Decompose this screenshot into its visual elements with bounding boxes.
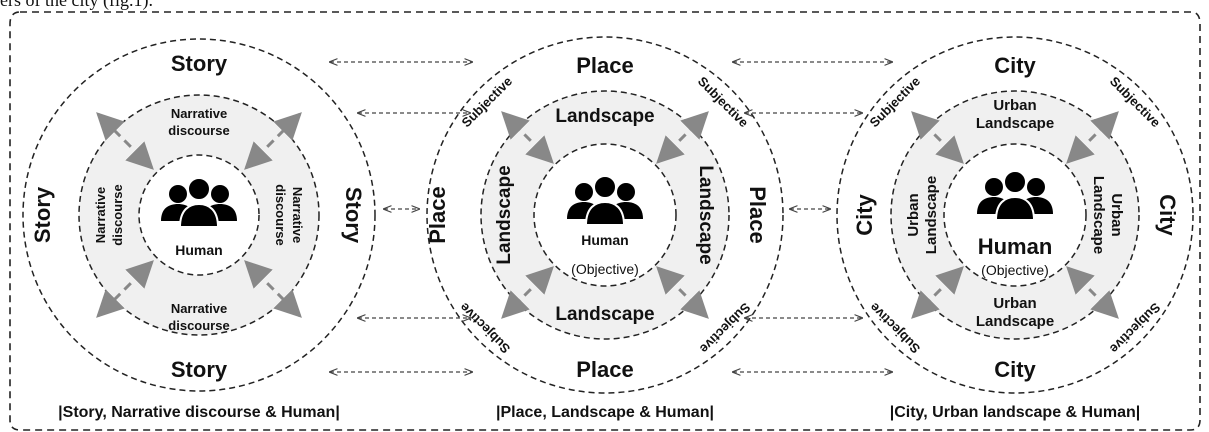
outer-circle [836, 36, 1194, 394]
panel-caption: |City, Urban landscape & Human| [890, 404, 1140, 421]
center-label: Human [175, 242, 222, 258]
outer-label-bottom: City [994, 357, 1036, 382]
outer-label-bottom: Place [576, 357, 634, 382]
outer-label-bottom: Story [171, 357, 228, 382]
outer-label-top: Story [171, 51, 228, 76]
diagonal-arrows [96, 112, 302, 318]
outer-label-top: Place [576, 53, 634, 78]
middle-circle [890, 90, 1140, 340]
panel-city: Human (Objective) City City City City Ur… [836, 36, 1194, 421]
center-label: Human [581, 232, 628, 248]
arc-label-bottom-left: Subjective [457, 300, 514, 357]
frame-border [9, 11, 1201, 431]
outer-circle [426, 36, 784, 394]
diagonal-arrows [911, 111, 1119, 319]
outer-label-right: Story [341, 187, 366, 244]
middle-circle [480, 90, 730, 340]
outer-circle [22, 38, 376, 392]
outer-label-right: Place [745, 186, 770, 244]
arc-label-bottom-right: Subjective [697, 300, 754, 357]
panel-caption: |Story, Narrative discourse & Human| [58, 404, 340, 421]
outer-label-top: City [994, 53, 1036, 78]
diagonal-arrows [501, 111, 709, 319]
center-label: Human [978, 234, 1053, 259]
panel-place: Human (Objective) Place Place Place Plac… [425, 36, 784, 421]
center-sub-label: (Objective) [571, 261, 639, 277]
middle-label-left: UrbanLandscape [905, 176, 940, 254]
middle-label-left: Landscape [494, 165, 515, 264]
panel-caption: |Place, Landscape & Human| [496, 404, 714, 421]
outer-label-left: City [852, 193, 877, 235]
middle-label-right: UrbanLandscape [1090, 176, 1125, 254]
connector-arrows [330, 62, 892, 372]
outer-label-right: City [1155, 194, 1180, 236]
top-text-fragment: ers of the city (fig.1). [0, 0, 153, 10]
arc-label-top-left: Subjective [867, 74, 924, 131]
outer-label-left: Place [425, 186, 450, 244]
arc-label-bottom-left: Subjective [867, 300, 924, 357]
middle-label-right: Narrativediscourse [273, 184, 305, 245]
center-sub-label: (Objective) [981, 262, 1049, 278]
middle-circle [78, 94, 320, 336]
outer-label-left: Story [30, 186, 55, 243]
middle-label-bottom: Landscape [555, 304, 654, 325]
arc-label-bottom-right: Subjective [1107, 300, 1164, 357]
middle-label-top: Landscape [555, 106, 654, 127]
arc-label-top-right: Subjective [1107, 74, 1164, 131]
middle-label-right: Landscape [695, 165, 716, 264]
